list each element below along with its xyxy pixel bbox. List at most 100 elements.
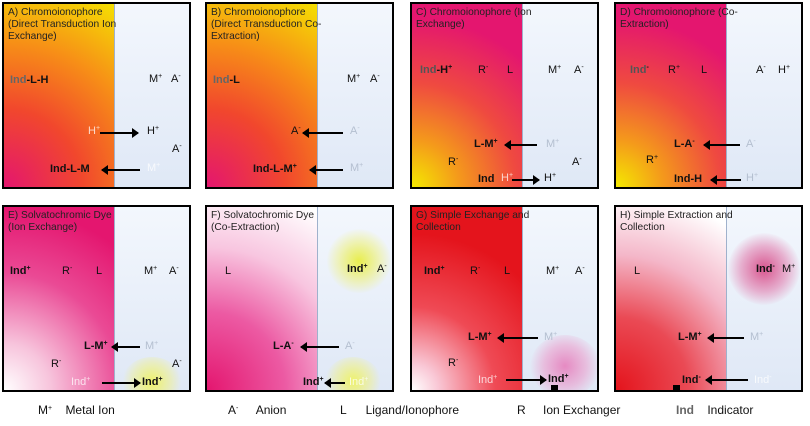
aqueous-phase bbox=[317, 4, 392, 187]
arrow-left bbox=[309, 165, 343, 175]
arrow-left bbox=[101, 165, 140, 175]
arrow-left bbox=[497, 333, 538, 343]
panel-c: C) Chromoionophore (Ion Exchange) Ind-H+… bbox=[410, 2, 599, 189]
legend-metal: M+ Metal Ion bbox=[38, 403, 115, 417]
lm-complex-label: L-M+ bbox=[468, 331, 492, 343]
exchanger-label: R- bbox=[478, 64, 489, 76]
dye-glow-bottom bbox=[325, 357, 381, 390]
exchanger-label: R- bbox=[448, 357, 459, 369]
metal-ion-label: M+ bbox=[144, 265, 158, 277]
ind-l-m-complex-label: Ind-L-M+ bbox=[253, 163, 297, 175]
lm-complex-label: L-M+ bbox=[84, 340, 108, 352]
exchanger-label: R- bbox=[62, 265, 73, 277]
legend-exchanger: R Ion Exchanger bbox=[517, 403, 620, 417]
ligand-label: L bbox=[225, 265, 232, 277]
panel-g: G) Simple Exchange and Collection Ind+ R… bbox=[410, 205, 599, 392]
legend-symbol: M+ bbox=[38, 403, 53, 417]
metal-ion-label: M+ bbox=[149, 73, 163, 85]
anion-label: A- bbox=[575, 265, 585, 277]
legend-symbol: L bbox=[340, 403, 347, 417]
exchanger-label: R- bbox=[51, 358, 62, 370]
panel-title: H) Simple Extraction and Collection bbox=[620, 210, 733, 233]
legend-label: Ligand/Ionophore bbox=[365, 403, 459, 417]
ind-plus-faded-label: Ind+ bbox=[71, 376, 91, 388]
exchanger-label: R- bbox=[470, 265, 481, 277]
ind-minus-label: Ind- bbox=[630, 64, 649, 76]
anion-label: A- bbox=[370, 73, 380, 85]
arrow-left bbox=[703, 140, 740, 150]
metal-ion-faded-label: M+ bbox=[544, 331, 558, 343]
metal-ion-faded-label: M+ bbox=[546, 138, 560, 150]
anion-label: A- bbox=[574, 64, 584, 76]
panel-title: G) Simple Exchange and Collection bbox=[416, 210, 530, 233]
legend-symbol: A- bbox=[228, 403, 239, 417]
ligand-label: L bbox=[701, 64, 708, 76]
proton-label: H+ bbox=[778, 64, 791, 76]
metal-ion-label: M+ bbox=[347, 73, 361, 85]
proton-organic-label: H+ bbox=[88, 125, 101, 137]
ind-l-m-label: Ind-L-M bbox=[50, 163, 90, 175]
legend-label: Anion bbox=[255, 403, 287, 417]
metal-ion-label: M+ bbox=[782, 263, 796, 275]
ind-plus-aqueous-label: Ind+ bbox=[548, 373, 569, 385]
ind-label: Ind bbox=[478, 173, 495, 185]
panel-f: F) Solvatochromic Dye (Co-Extraction) L … bbox=[205, 205, 394, 392]
exchanger-label: R+ bbox=[668, 64, 681, 76]
proton-faded-label: H+ bbox=[746, 172, 759, 184]
panel-a: A) Chromoionophore (Direct Transduction … bbox=[2, 2, 191, 189]
ind-h-label: Ind-H bbox=[674, 173, 703, 185]
la-complex-label: L-A- bbox=[674, 138, 695, 150]
anion-label: A- bbox=[172, 143, 182, 155]
lm-complex-label: L-M+ bbox=[678, 331, 702, 343]
ligand-label: L bbox=[504, 265, 511, 277]
arrow-left bbox=[324, 378, 345, 388]
arrow-left bbox=[707, 333, 744, 343]
ind-plus-label: Ind+ bbox=[424, 265, 445, 277]
ind-minus-label: Ind- bbox=[682, 374, 701, 386]
ind-minus-faded-label: Ind- bbox=[754, 374, 772, 386]
arrow-left bbox=[710, 175, 741, 185]
aqueous-phase bbox=[522, 4, 597, 187]
legend-label: Indicator bbox=[707, 403, 754, 417]
anion-label: A- bbox=[756, 64, 766, 76]
ind-plus-faded-label: Ind+ bbox=[478, 374, 498, 386]
proton-aqueous-label: H+ bbox=[147, 125, 160, 137]
metal-ion-label: M+ bbox=[548, 64, 562, 76]
arrow-left bbox=[705, 375, 748, 385]
panel-title: F) Solvatochromic Dye (Co-Extraction) bbox=[211, 210, 315, 233]
dye-glow-top bbox=[327, 229, 391, 293]
panel-title: C) Chromoionophore (Ion Exchange) bbox=[416, 7, 532, 30]
proton-aqueous-label: H+ bbox=[544, 172, 557, 184]
ind-plus-label: Ind+ bbox=[303, 376, 324, 388]
anion-faded-label: A- bbox=[746, 138, 756, 150]
aqueous-phase bbox=[114, 4, 189, 187]
anion-faded-label: A- bbox=[345, 340, 355, 352]
metal-ion-faded-label: M+ bbox=[350, 162, 364, 174]
legend-symbol: Ind bbox=[676, 403, 694, 417]
ligand-label: L bbox=[634, 265, 641, 277]
panel-title: B) Chromoionophore (Direct Transduction … bbox=[211, 7, 322, 42]
anion-label: A- bbox=[572, 156, 582, 168]
exchanger-label: R- bbox=[448, 156, 459, 168]
panel-e: E) Solvatochromic Dye (Ion Exchange) Ind… bbox=[2, 205, 191, 392]
exchanger-label: R+ bbox=[646, 154, 659, 166]
anion-faded-label: A- bbox=[350, 125, 360, 137]
metal-ion-faded-label: M+ bbox=[145, 340, 159, 352]
arrow-left bbox=[111, 342, 140, 352]
ligand-label: L bbox=[96, 265, 103, 277]
anion-label: A- bbox=[172, 358, 182, 370]
ind-plus-faded-label: Ind+ bbox=[349, 376, 369, 388]
ind-h-plus-label: Ind-H+ bbox=[420, 64, 453, 76]
panel-title: A) Chromoionophore (Direct Transduction … bbox=[8, 7, 117, 42]
legend-indicator: Ind Indicator bbox=[676, 403, 753, 417]
panel-title: D) Chromoionophore (Co-Extraction) bbox=[620, 7, 738, 30]
ind-plus-aqueous-label: Ind+ bbox=[142, 376, 163, 388]
legend-anion: A- Anion bbox=[228, 403, 286, 417]
legend-label: Metal Ion bbox=[65, 403, 115, 417]
arrow-left bbox=[504, 140, 537, 150]
proton-faded-label: H+ bbox=[501, 172, 514, 184]
arrow-left bbox=[300, 342, 339, 352]
ligand-label: L bbox=[507, 64, 514, 76]
legend-symbol: R bbox=[517, 403, 526, 417]
